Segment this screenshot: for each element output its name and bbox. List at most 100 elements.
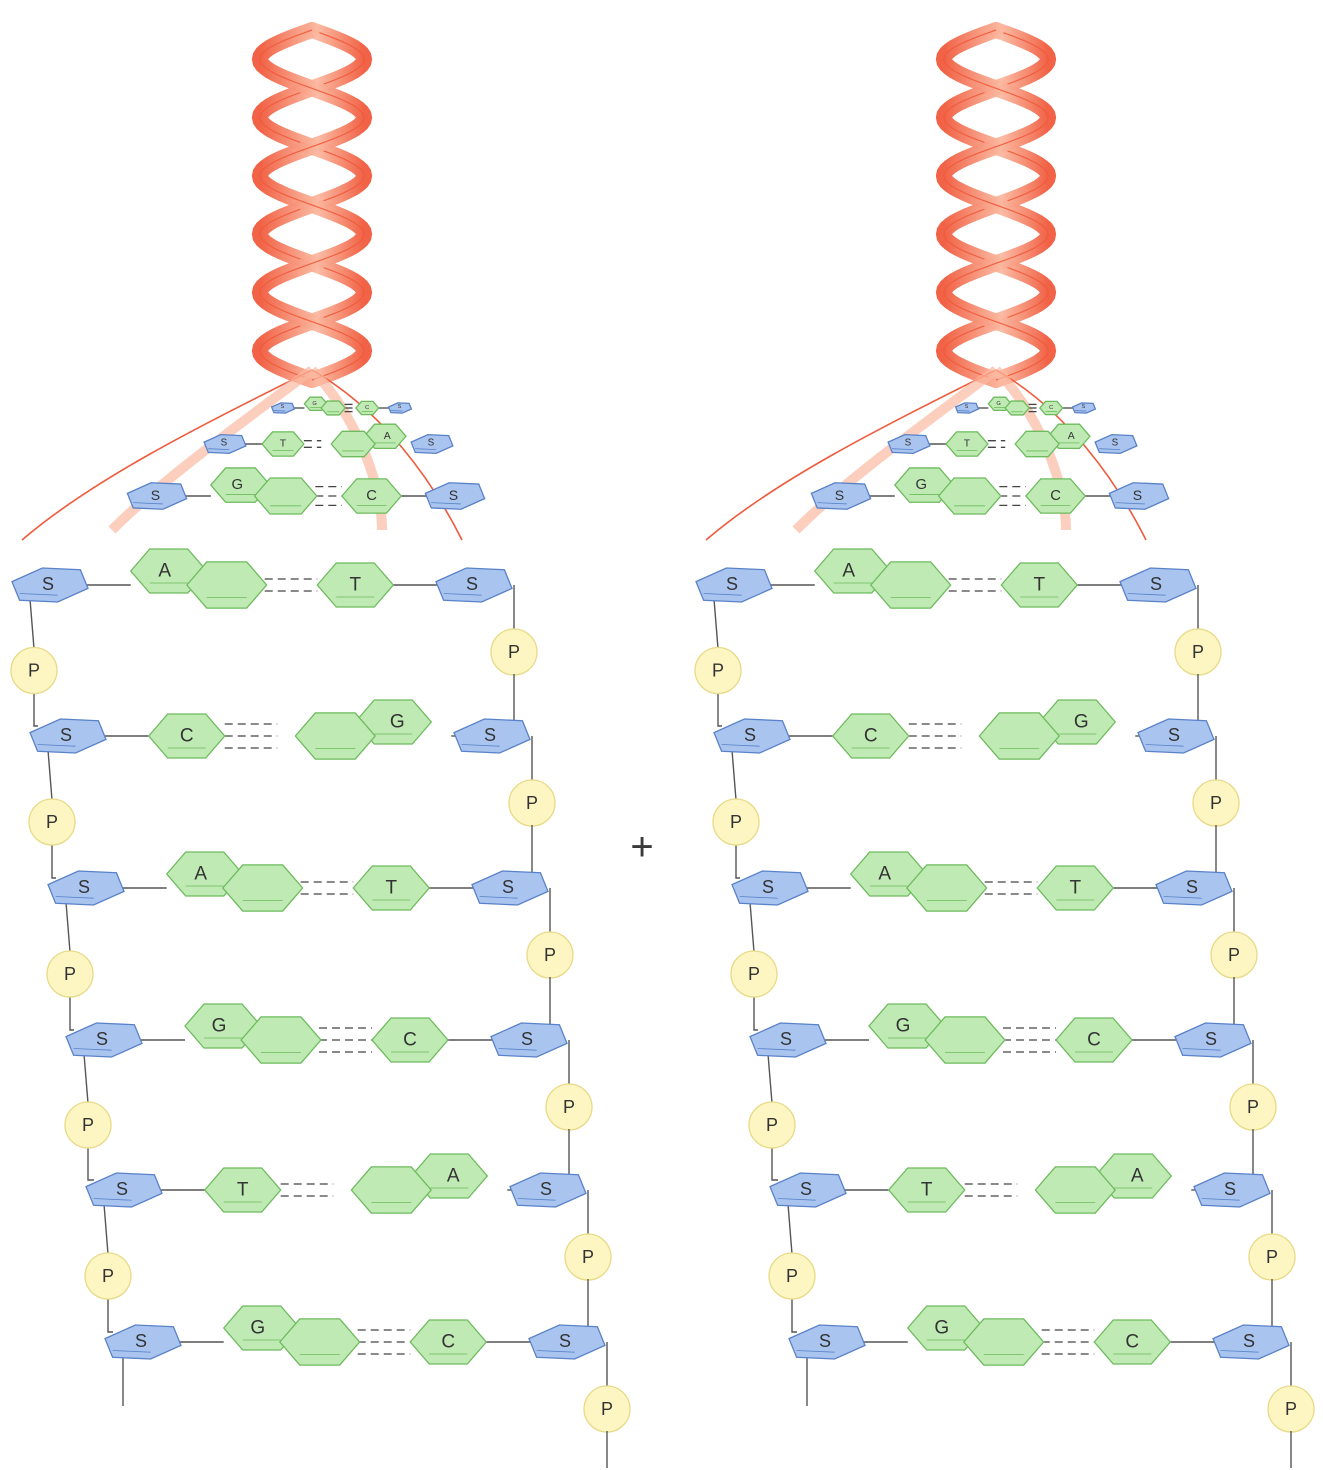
base-a: A bbox=[1035, 1154, 1171, 1213]
phosphate-label: P bbox=[563, 1097, 575, 1117]
base-t: T bbox=[889, 1168, 965, 1212]
sugar-group: S bbox=[12, 568, 88, 602]
phosphate-label: P bbox=[582, 1247, 594, 1267]
base-t: T bbox=[1037, 866, 1113, 910]
base-label: G bbox=[390, 712, 405, 733]
sugar-label: S bbox=[1082, 404, 1086, 410]
base-label: T bbox=[280, 439, 287, 450]
sugar-edge bbox=[274, 411, 285, 412]
backbone-segment bbox=[34, 693, 38, 727]
sugar-edge bbox=[1075, 411, 1086, 412]
sugar-label: S bbox=[428, 438, 435, 449]
base-label: C bbox=[864, 726, 878, 747]
base-g: G bbox=[211, 468, 317, 514]
backbone-segment bbox=[70, 996, 74, 1030]
phosphate-label: P bbox=[1210, 793, 1222, 813]
backbone-segment bbox=[750, 902, 754, 952]
backbone-segment bbox=[104, 1204, 108, 1254]
sugar-label: S bbox=[1205, 1029, 1217, 1049]
sugar-label: S bbox=[42, 574, 54, 594]
sugar-group: S bbox=[127, 483, 186, 510]
sugar-label: S bbox=[466, 574, 478, 594]
sugar-group: S bbox=[770, 1173, 846, 1207]
base-g: G bbox=[869, 1004, 1005, 1063]
base-label: C bbox=[1087, 1030, 1101, 1051]
base-a: A bbox=[815, 549, 951, 608]
base-pair-row: TASS bbox=[770, 1154, 1270, 1213]
sugar-label: S bbox=[449, 487, 458, 503]
sugar-group: S bbox=[48, 871, 124, 905]
backbone-segment bbox=[30, 599, 34, 649]
sugar-label: S bbox=[726, 574, 738, 594]
phosphate-group: P bbox=[29, 799, 75, 845]
base-label: G bbox=[1074, 712, 1089, 733]
sugar-label: S bbox=[835, 487, 844, 503]
base-label: T bbox=[1033, 575, 1045, 596]
sugar-group: S bbox=[529, 1325, 605, 1359]
base-c: C bbox=[372, 1018, 448, 1062]
base-g: G bbox=[908, 1306, 1044, 1365]
phosphate-group: P bbox=[565, 1234, 611, 1280]
base-pair-row: TASS bbox=[86, 1154, 586, 1213]
helix-fan-left-outer bbox=[22, 370, 312, 540]
base-label: A bbox=[1131, 1166, 1144, 1187]
helix-fan-left-outer bbox=[706, 370, 996, 540]
sugar-edge bbox=[958, 411, 969, 412]
phosphate-label: P bbox=[1228, 945, 1240, 965]
sugar-group: S bbox=[1138, 719, 1214, 753]
plus-sign: + bbox=[622, 822, 662, 872]
sugar-label: S bbox=[502, 877, 514, 897]
phosphate-label: P bbox=[28, 661, 40, 681]
phosphate-label: P bbox=[1247, 1097, 1259, 1117]
sugar-group: S bbox=[272, 403, 295, 413]
base-label: T bbox=[1069, 878, 1081, 899]
base-ring-inner bbox=[1005, 401, 1029, 415]
sugar-group: S bbox=[1213, 1325, 1289, 1359]
backbone-segment bbox=[792, 1298, 797, 1332]
base-label: T bbox=[964, 439, 971, 450]
sugar-label: S bbox=[965, 404, 969, 410]
sugar-label: S bbox=[151, 487, 160, 503]
base-g: G bbox=[224, 1306, 360, 1365]
backbone-segment bbox=[772, 1147, 778, 1180]
sugar-group: S bbox=[1109, 483, 1168, 510]
base-t: T bbox=[262, 432, 304, 456]
sugar-group: S bbox=[66, 1023, 142, 1057]
phosphate-label: P bbox=[526, 793, 538, 813]
sugar-label: S bbox=[1150, 574, 1162, 594]
sugar-label: S bbox=[221, 438, 228, 449]
sugar-group: S bbox=[472, 871, 548, 905]
base-label: A bbox=[1068, 431, 1075, 442]
phosphate-group: P bbox=[1230, 1084, 1276, 1130]
base-label: C bbox=[180, 726, 194, 747]
base-ring-inner bbox=[321, 401, 345, 415]
base-pair-row: TASS bbox=[888, 424, 1137, 457]
sugar-group: S bbox=[1175, 1023, 1251, 1057]
phosphate-group: P bbox=[695, 648, 741, 694]
base-a: A bbox=[131, 549, 267, 608]
sugar-label: S bbox=[1243, 1331, 1255, 1351]
base-label: G bbox=[916, 477, 928, 493]
phosphate-group: P bbox=[47, 951, 93, 997]
base-c: C bbox=[1026, 479, 1085, 513]
base-a: A bbox=[331, 424, 406, 457]
sugar-group: S bbox=[750, 1023, 826, 1057]
base-label: A bbox=[194, 864, 207, 885]
phosphate-group: P bbox=[731, 951, 777, 997]
base-label: T bbox=[349, 575, 361, 596]
phosphate-label: P bbox=[102, 1266, 114, 1286]
base-label: A bbox=[447, 1166, 460, 1187]
base-a: A bbox=[851, 852, 987, 911]
sugar-label: S bbox=[1186, 877, 1198, 897]
sugar-group: S bbox=[1095, 435, 1137, 454]
backbone-segment bbox=[736, 844, 740, 878]
sugar-label: S bbox=[819, 1331, 831, 1351]
base-label: C bbox=[441, 1332, 455, 1353]
sugar-label: S bbox=[800, 1179, 812, 1199]
phosphate-label: P bbox=[46, 812, 58, 832]
phosphate-group: P bbox=[491, 629, 537, 675]
phosphate-group: P bbox=[65, 1102, 111, 1148]
